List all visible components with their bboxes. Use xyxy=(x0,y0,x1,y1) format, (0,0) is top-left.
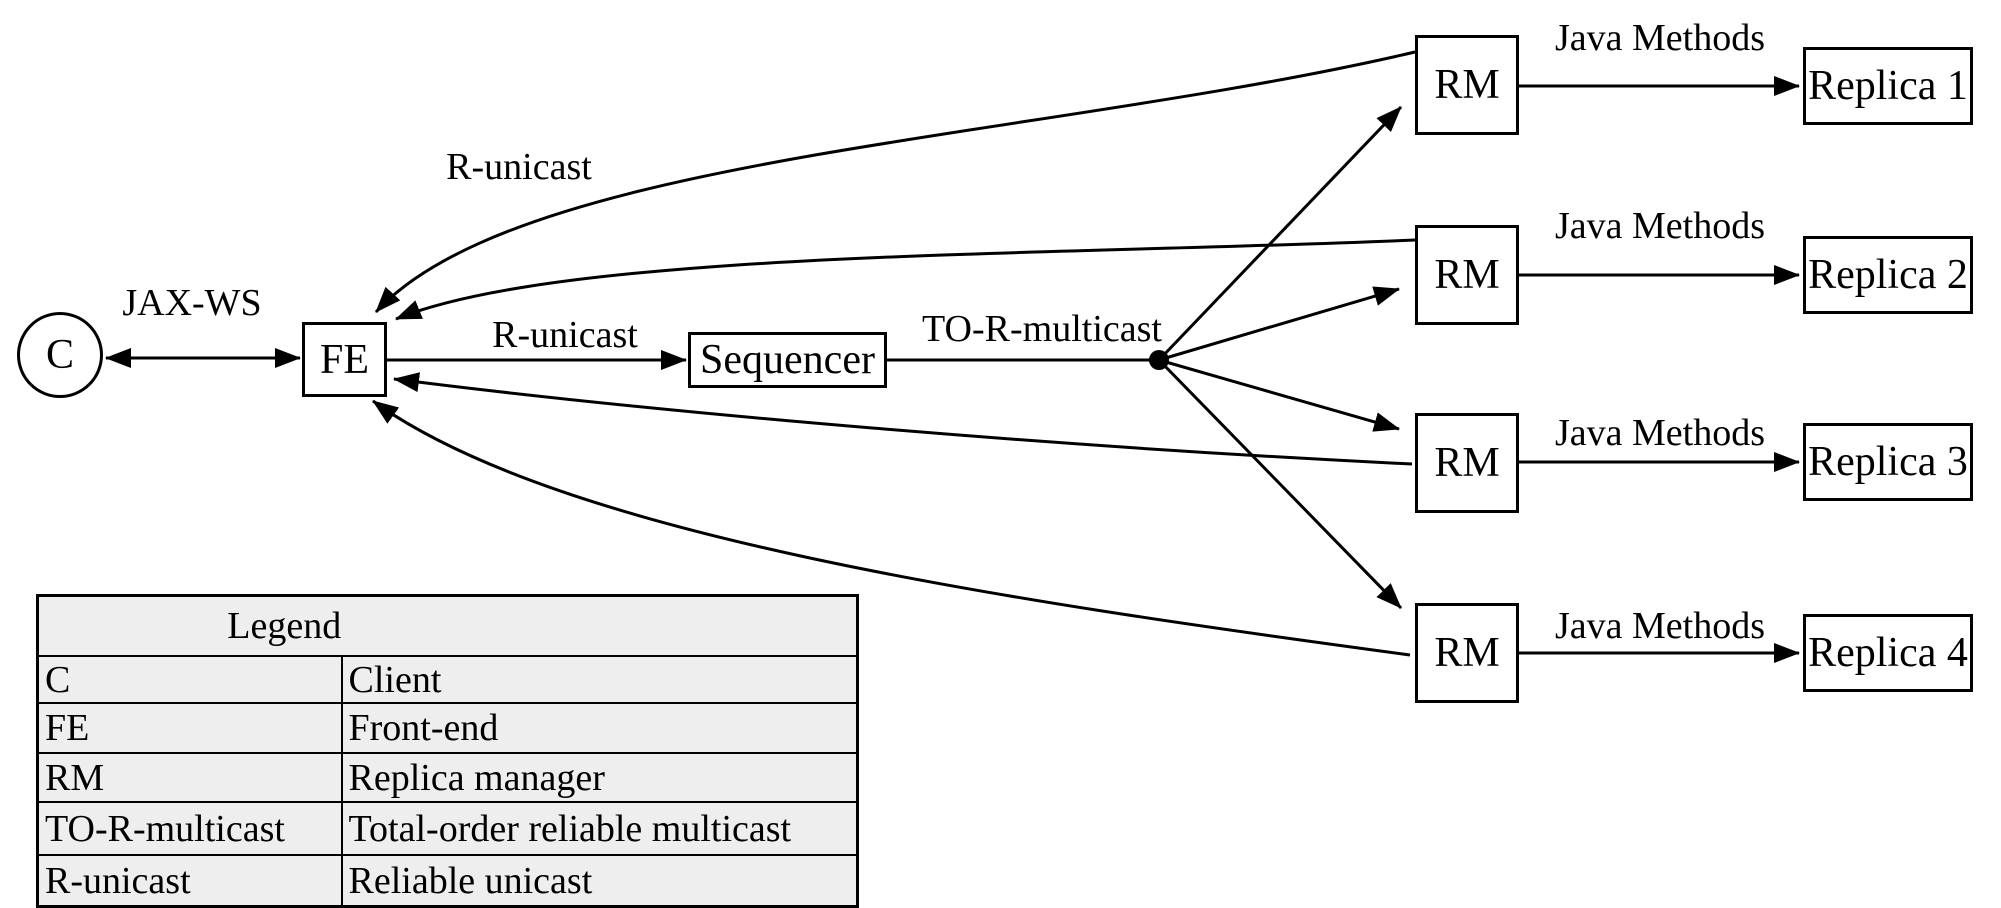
to-r-multicast-label: TO-R-multicast xyxy=(922,308,1162,350)
client-node-label: C xyxy=(45,332,74,378)
rm-node-4-label: RM xyxy=(1434,630,1500,676)
rm-node-3: RM xyxy=(1415,413,1519,513)
java-methods-label-2: Java Methods xyxy=(1554,205,1766,247)
legend-header-row: Legend xyxy=(36,594,859,657)
edge-junction-rm3 xyxy=(1158,358,1400,432)
java-methods-label-4: Java Methods xyxy=(1554,605,1766,647)
edge-rm2-to-fe xyxy=(395,238,1416,321)
legend-definition: Client xyxy=(340,655,859,704)
java-methods-label-3: Java Methods xyxy=(1554,412,1766,454)
rm-node-4: RM xyxy=(1415,603,1519,703)
edge-rm3-to-fe xyxy=(393,372,1413,466)
replica-node-1-label: Replica 1 xyxy=(1808,63,1968,109)
replica-node-4: Replica 4 xyxy=(1803,614,1973,692)
legend-row: TO-R-multicast Total-order reliable mult… xyxy=(36,801,859,856)
edge-junction-rm1 xyxy=(1157,105,1403,362)
edge-junction-rm4 xyxy=(1157,358,1403,610)
replica-node-2-label: Replica 2 xyxy=(1808,252,1968,298)
sequencer-node: Sequencer xyxy=(688,332,887,388)
sequencer-node-label: Sequencer xyxy=(700,337,875,383)
fe-node: FE xyxy=(302,322,387,397)
edge-rm1-to-fe xyxy=(374,50,1416,314)
replica-node-4-label: Replica 4 xyxy=(1808,630,1968,676)
legend-definition: Total-order reliable multicast xyxy=(340,801,859,856)
rm-node-2-label: RM xyxy=(1434,252,1500,298)
legend-definition: Replica manager xyxy=(340,752,859,803)
jax-ws-label: JAX-WS xyxy=(122,282,262,324)
legend-term: RM xyxy=(36,752,343,803)
legend-row: FE Front-end xyxy=(36,702,859,754)
legend-term: TO-R-multicast xyxy=(36,801,343,856)
legend-term: C xyxy=(36,655,343,704)
replica-node-1: Replica 1 xyxy=(1803,47,1973,125)
legend-row: C Client xyxy=(36,655,859,704)
replica-node-3-label: Replica 3 xyxy=(1808,439,1968,485)
rm-node-2: RM xyxy=(1415,225,1519,325)
rm-node-1-label: RM xyxy=(1434,62,1500,108)
edge-junction-rm2 xyxy=(1158,286,1400,362)
rm-node-3-label: RM xyxy=(1434,440,1500,486)
legend-term: R-unicast xyxy=(36,854,343,908)
edge-rm4-to-fe xyxy=(372,399,1411,657)
legend-row: R-unicast Reliable unicast xyxy=(36,854,859,908)
replica-node-3: Replica 3 xyxy=(1803,423,1973,501)
client-node: C xyxy=(17,312,103,398)
legend-table: Legend C Client FE Front-end RM Replica … xyxy=(36,594,860,908)
legend-definition: Front-end xyxy=(340,702,859,754)
r-unicast-mid-label: R-unicast xyxy=(492,314,638,356)
fe-node-label: FE xyxy=(319,336,369,383)
replica-node-2: Replica 2 xyxy=(1803,236,1973,314)
legend-header-cell: Legend xyxy=(36,594,859,657)
rm-node-1: RM xyxy=(1415,35,1519,135)
legend-definition: Reliable unicast xyxy=(340,854,859,908)
legend-title: Legend xyxy=(227,605,342,647)
legend-term: FE xyxy=(36,702,343,754)
java-methods-label-1: Java Methods xyxy=(1554,17,1766,59)
r-unicast-top-label: R-unicast xyxy=(446,146,592,188)
legend-row: RM Replica manager xyxy=(36,752,859,803)
